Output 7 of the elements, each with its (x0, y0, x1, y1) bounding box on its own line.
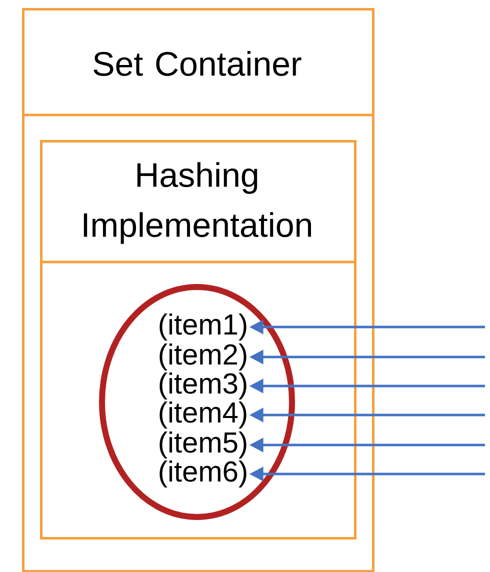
item-label: (item5) (160, 432, 246, 459)
item-label: (item1) (160, 314, 246, 341)
ellipse-outline (99, 284, 295, 520)
item-label: (item2) (160, 344, 246, 371)
item-label: (item6) (160, 460, 246, 488)
item-label: (item3) (160, 372, 246, 400)
item-label: (item4) (160, 402, 246, 429)
